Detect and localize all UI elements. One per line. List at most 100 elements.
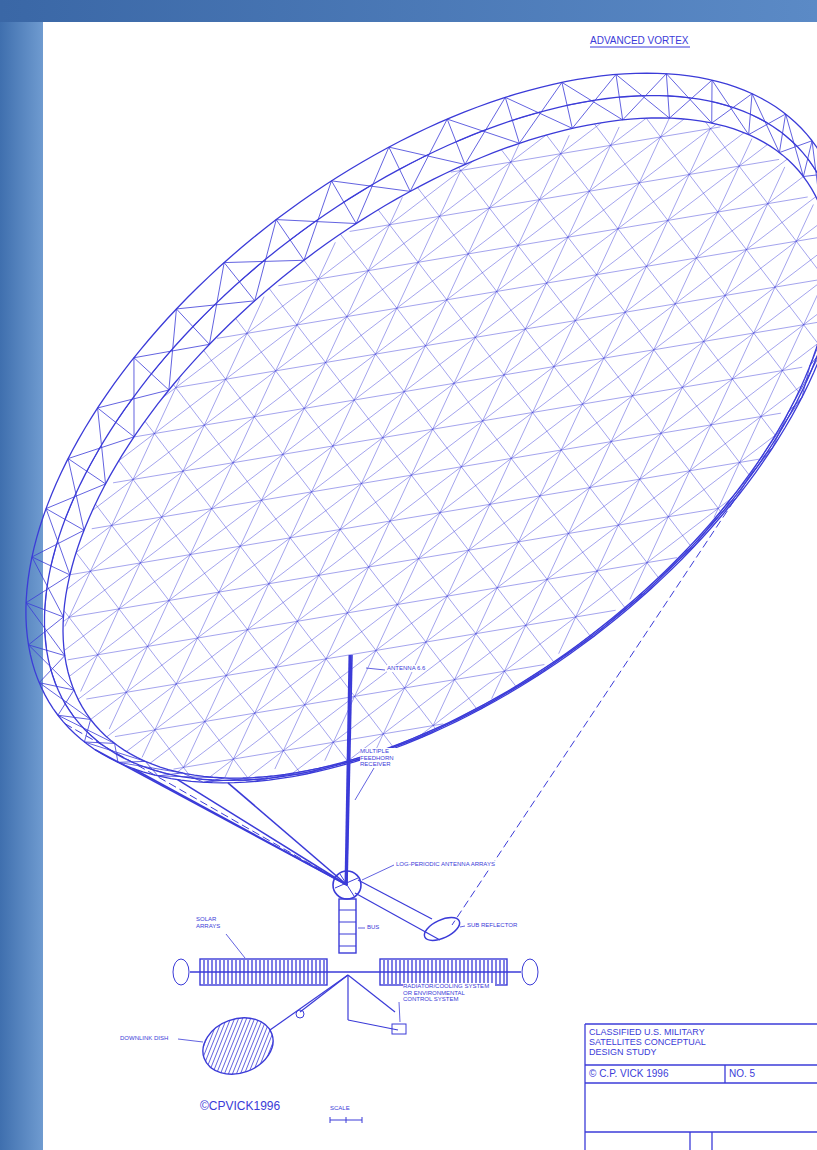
ring-truss bbox=[98, 390, 169, 408]
solar-cell bbox=[235, 960, 236, 984]
array-end bbox=[522, 959, 538, 985]
ring-truss bbox=[808, 159, 817, 174]
ring-truss bbox=[389, 147, 410, 191]
ring-truss bbox=[616, 74, 669, 118]
ring-truss bbox=[782, 405, 796, 429]
dish-hatch bbox=[164, 1010, 194, 1085]
dish-hatch bbox=[176, 1010, 206, 1085]
title-block-text: © C.P. VICK 1996 bbox=[589, 1068, 668, 1079]
bus-ring bbox=[339, 934, 356, 935]
part-label: RADIATOR/COOLING SYSTEM OR ENVIRONMENTAL… bbox=[403, 983, 495, 1003]
ring-truss bbox=[685, 498, 736, 551]
solar-cell bbox=[431, 960, 432, 984]
ring-truss bbox=[812, 141, 817, 206]
solar-cell bbox=[499, 960, 500, 984]
ring-truss bbox=[204, 776, 272, 782]
ring-truss bbox=[288, 771, 314, 776]
solar-cell bbox=[303, 960, 304, 984]
solar-cell bbox=[435, 960, 436, 984]
leader-line bbox=[355, 768, 374, 800]
ring-truss bbox=[276, 220, 356, 224]
ring-truss bbox=[98, 408, 134, 437]
ring-truss bbox=[725, 448, 772, 506]
scale-tick bbox=[362, 1117, 363, 1123]
feed-strut bbox=[228, 783, 347, 885]
solar-cell bbox=[423, 960, 424, 984]
dish-lattice bbox=[630, 204, 813, 599]
ring-truss bbox=[46, 509, 70, 575]
solar-cell bbox=[491, 960, 492, 984]
solar-cell bbox=[439, 960, 440, 984]
ring-truss bbox=[344, 185, 372, 202]
ring-truss bbox=[45, 631, 47, 651]
solar-cell bbox=[271, 960, 272, 984]
part-label: MULTIPLE FEEDHORN RECEIVER bbox=[360, 748, 420, 768]
dish-hatch bbox=[244, 1010, 274, 1085]
dish-rim bbox=[63, 118, 817, 778]
solar-array bbox=[380, 959, 507, 985]
slide-band bbox=[0, 0, 817, 22]
ring-truss bbox=[666, 74, 711, 123]
ring-truss bbox=[39, 683, 90, 720]
dish-hatch bbox=[168, 1010, 198, 1085]
title-underline bbox=[590, 47, 690, 48]
solar-cell bbox=[243, 960, 244, 984]
dish-hatch bbox=[192, 1010, 222, 1085]
drawing-number: NO. 5 bbox=[729, 1068, 755, 1079]
leader-line bbox=[460, 926, 465, 927]
dish-hatch bbox=[212, 1010, 242, 1085]
ring-truss bbox=[84, 742, 145, 761]
radiator bbox=[392, 1024, 406, 1034]
dish-lattice bbox=[248, 343, 817, 777]
solar-cell bbox=[279, 960, 280, 984]
dish-hatch bbox=[196, 1010, 226, 1085]
ring-truss bbox=[158, 776, 225, 778]
dish-hatch bbox=[188, 1010, 218, 1085]
ring-truss bbox=[46, 484, 105, 509]
solar-cell bbox=[315, 960, 316, 984]
ring-truss bbox=[239, 260, 264, 281]
solar-cell bbox=[479, 960, 480, 984]
ring-truss bbox=[779, 114, 785, 153]
ring-truss bbox=[322, 759, 365, 768]
ring-truss bbox=[87, 447, 101, 471]
part-label: LOG-PERIODIC ANTENNA ARRAYS bbox=[396, 861, 495, 868]
solar-cell bbox=[503, 960, 504, 984]
ring-truss bbox=[51, 669, 57, 686]
dish-lattice bbox=[325, 127, 619, 761]
ring-truss bbox=[668, 96, 691, 98]
dish-hatch bbox=[208, 1010, 238, 1085]
dish-hatch bbox=[220, 1010, 250, 1085]
bus-ring bbox=[339, 910, 356, 911]
ring-truss bbox=[98, 408, 106, 484]
dish-lattice bbox=[69, 144, 767, 676]
ring-truss bbox=[398, 734, 426, 746]
ring-truss bbox=[712, 80, 749, 134]
bus-ring bbox=[339, 922, 356, 923]
solar-cell bbox=[203, 960, 204, 984]
ring-truss bbox=[619, 96, 644, 98]
ring-truss bbox=[176, 309, 209, 344]
title: ADVANCED VORTEX bbox=[590, 35, 689, 46]
support-strut bbox=[348, 975, 395, 1012]
solar-cell bbox=[495, 960, 496, 984]
dish-lattice bbox=[378, 210, 658, 578]
dish-lattice bbox=[178, 274, 817, 772]
ring-truss bbox=[400, 155, 428, 169]
ring-truss bbox=[134, 344, 209, 357]
leader-line bbox=[226, 934, 245, 958]
dish-lattice bbox=[705, 122, 817, 286]
solar-cell bbox=[447, 960, 448, 984]
ring-truss bbox=[783, 133, 797, 145]
part-label: SOLAR ARRAYS bbox=[196, 916, 240, 929]
dish-lattice bbox=[68, 558, 677, 660]
ring-truss bbox=[618, 594, 643, 615]
dish-lattice bbox=[81, 297, 264, 692]
ring-truss bbox=[760, 397, 802, 459]
log-periodic-antenna bbox=[333, 871, 361, 899]
dish-lattice bbox=[69, 508, 718, 617]
ring-truss bbox=[519, 82, 562, 143]
dish-lattice bbox=[433, 129, 710, 726]
solar-cell bbox=[483, 960, 484, 984]
